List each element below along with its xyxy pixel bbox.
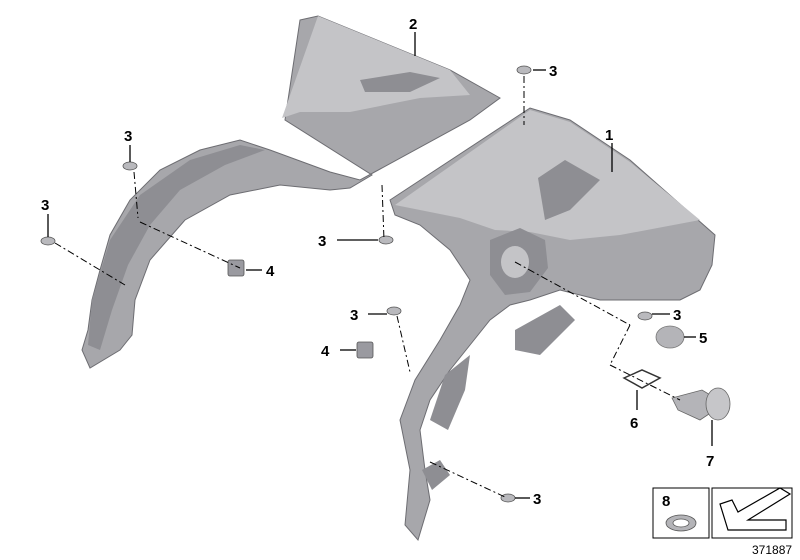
callout-7: 7	[706, 453, 714, 470]
seal-ring-icon	[665, 514, 697, 532]
callout-3-bottom: 3	[533, 491, 541, 508]
washer-part-6	[622, 369, 662, 389]
callout-3-left: 3	[41, 197, 49, 214]
callout-numbers: 2 1 3 3 3 3 4 3 4 3 5 6 7 3	[41, 16, 714, 508]
callout-leaders	[47, 32, 713, 499]
assembly-lines	[54, 76, 681, 498]
callout-6: 6	[630, 415, 638, 432]
panel-part-1	[389, 107, 716, 542]
panel-part-2	[81, 15, 501, 369]
legend-box: 8	[652, 487, 793, 539]
cap-part-5	[655, 325, 685, 349]
callout-3-right: 3	[673, 307, 681, 324]
callout-3-left-upper: 3	[124, 128, 132, 145]
callout-3-center: 3	[318, 233, 326, 250]
callout-1: 1	[605, 127, 613, 144]
callout-4-center: 4	[321, 343, 330, 360]
clip-part-4-left	[227, 259, 245, 277]
callout-3-center-lower: 3	[350, 307, 358, 324]
arrow-icon	[719, 487, 792, 531]
callout-2: 2	[409, 16, 417, 33]
callout-3-top: 3	[549, 63, 557, 80]
callout-5: 5	[699, 330, 707, 347]
bolt-part-7	[671, 387, 731, 421]
callout-4-left: 4	[266, 263, 275, 280]
callout-8: 8	[662, 493, 670, 510]
clip-part-4-center	[356, 341, 374, 359]
reference-number: 371887	[752, 543, 792, 557]
